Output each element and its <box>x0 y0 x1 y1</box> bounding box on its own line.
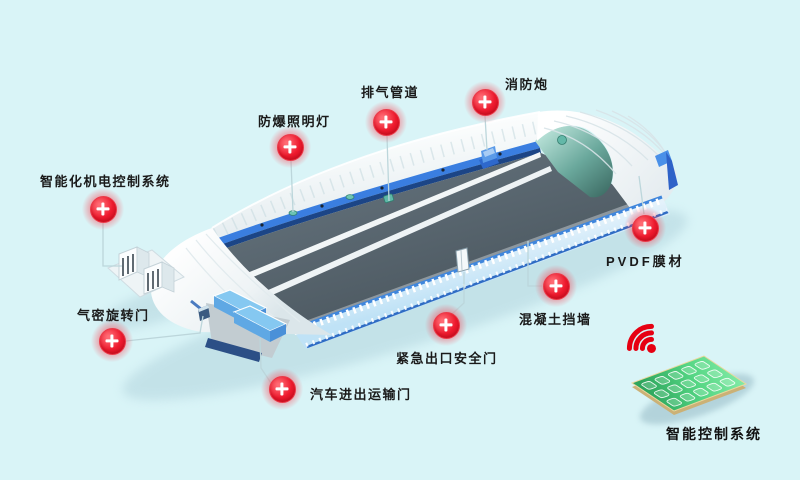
lane-marking <box>240 152 541 282</box>
mech-control-system-marker[interactable] <box>81 187 125 231</box>
exhaust-duct-marker[interactable] <box>364 100 408 144</box>
plus-icon <box>542 272 570 300</box>
explosionproof-lighting-label: 防爆照明灯 <box>258 114 331 129</box>
plus-icon <box>89 195 117 223</box>
circuit-board-icon <box>632 356 746 415</box>
fire-cannon-device <box>479 146 499 169</box>
roof-vent <box>345 194 355 200</box>
road-surface <box>215 153 632 325</box>
edge-beam <box>218 141 540 245</box>
plus-icon <box>276 133 304 161</box>
concrete-retaining-wall <box>292 195 670 349</box>
wifi-icon <box>626 323 656 353</box>
membrane-left-end-dome <box>150 228 332 335</box>
plus-icon <box>432 311 460 339</box>
vehicle-transport-door-marker[interactable] <box>260 367 304 411</box>
plus-icon <box>631 214 659 242</box>
vehicle-door-ramp <box>232 305 288 342</box>
pvdf-membrane-label: PVDF膜材 <box>606 254 685 269</box>
explosionproof-lighting-marker[interactable] <box>268 125 312 169</box>
fire-cannon-label: 消防炮 <box>505 77 549 92</box>
end-wall-vent-sphere <box>557 135 567 145</box>
lighting-fixture <box>288 210 298 216</box>
mech-control-system-label: 智能化机电控制系统 <box>40 174 171 189</box>
control-cabinets <box>107 246 185 298</box>
emergency-exit-door-label: 紧急出口安全门 <box>396 351 498 366</box>
exhaust-duct-label: 排气管道 <box>361 85 420 100</box>
dome-interior-end-wall <box>535 126 613 198</box>
vehicle-transport-door-label: 汽车进出运输门 <box>310 387 412 402</box>
concrete-retaining-wall-marker[interactable] <box>534 264 578 308</box>
beam-lights <box>260 152 502 227</box>
fire-cannon-marker[interactable] <box>463 80 507 124</box>
pvdf-membrane-marker[interactable] <box>623 206 667 250</box>
plus-icon <box>471 88 499 116</box>
plus-icon <box>98 327 126 355</box>
plus-icon <box>372 108 400 136</box>
smart-control-label: 智能控制系统 <box>666 426 762 442</box>
emergency-exit-door <box>455 247 470 273</box>
membrane-roof-far-strip <box>212 112 542 238</box>
emergency-exit-door-marker[interactable] <box>424 303 468 347</box>
plus-icon <box>268 375 296 403</box>
end-trim-bracket <box>666 152 678 190</box>
lane-marking <box>250 166 552 304</box>
concrete-retaining-wall-label: 混凝土挡墙 <box>519 312 592 327</box>
airtight-revolving-door-marker[interactable] <box>90 319 134 363</box>
